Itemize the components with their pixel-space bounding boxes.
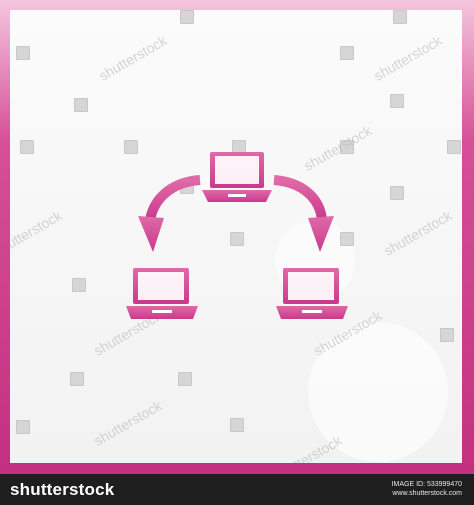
laptop-icon <box>126 268 198 319</box>
laptop-icon <box>202 152 272 202</box>
image-id: IMAGE ID: 533999470 <box>391 481 462 488</box>
watermark-icon <box>178 372 192 386</box>
watermark-icon <box>74 98 88 112</box>
watermark-icon <box>393 10 407 24</box>
brand-logo[interactable]: shutterstock <box>10 480 115 499</box>
site-url[interactable]: www.shutterstock.com <box>392 490 462 497</box>
watermark-icon <box>230 232 244 246</box>
watermark-icon <box>16 46 30 60</box>
watermark-icon <box>340 140 354 154</box>
footer-bar: shutterstock IMAGE ID: 533999470 www.shu… <box>0 474 474 505</box>
watermark-icon <box>390 94 404 108</box>
watermark-icon <box>72 278 86 292</box>
watermark-icon <box>124 140 138 154</box>
watermark-icon <box>440 328 454 342</box>
watermark-icon <box>390 186 404 200</box>
image-meta: IMAGE ID: 533999470 www.shutterstock.com <box>392 480 462 498</box>
watermark-icon <box>20 140 34 154</box>
watermark-icon <box>230 418 244 432</box>
network-diagram <box>126 152 348 319</box>
curved-arrow-icon <box>273 175 334 252</box>
watermark-icon <box>340 46 354 60</box>
glare-highlight <box>308 322 448 462</box>
watermark-icon <box>70 372 84 386</box>
watermark-icon <box>180 10 194 24</box>
frame: shutterstock shutterstock shutterstock s… <box>0 0 474 474</box>
icon-panel: shutterstock shutterstock shutterstock s… <box>10 10 462 463</box>
watermark-icon <box>16 420 30 434</box>
laptop-icon <box>276 268 348 319</box>
watermark-icon <box>340 232 354 246</box>
curved-arrow-icon <box>138 175 201 252</box>
watermark-icon <box>447 140 461 154</box>
